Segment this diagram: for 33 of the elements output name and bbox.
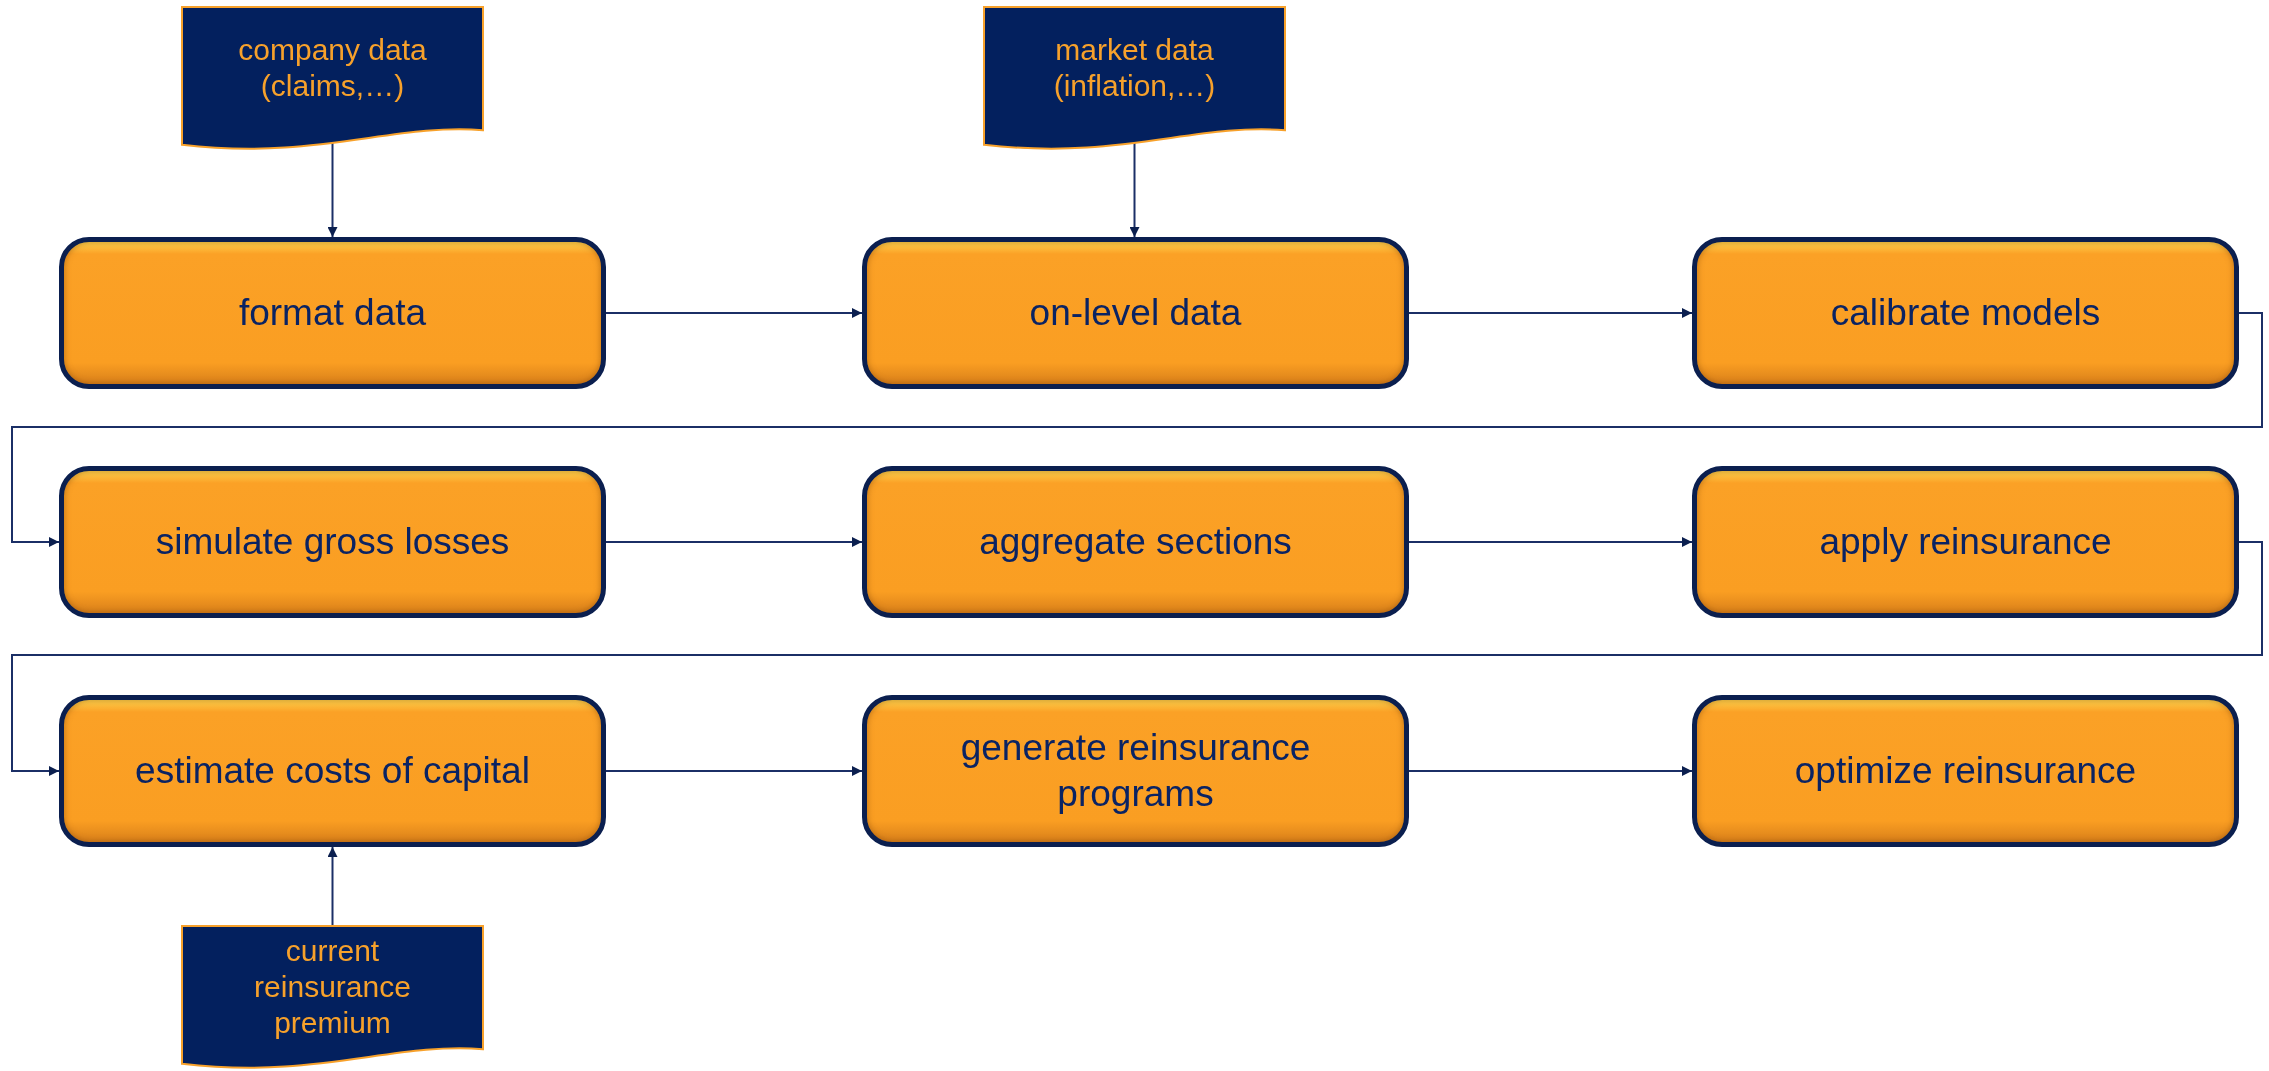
process-box: [862, 695, 1409, 847]
process-box: [1692, 695, 2239, 847]
document-label: company data (claims,…): [237, 31, 428, 104]
process-label: format data: [238, 290, 427, 335]
arrow: [11, 541, 2263, 776]
process-label: optimize reinsurance: [1794, 748, 2137, 793]
process-box: [59, 466, 606, 618]
arrow: [1408, 308, 1693, 318]
process-box: [1692, 466, 2239, 618]
process-label: aggregate sections: [979, 519, 1292, 564]
arrow: [605, 308, 863, 318]
process-label: generate reinsurance programs: [959, 725, 1312, 816]
document-shape: [984, 7, 1285, 152]
arrow: [11, 312, 2263, 547]
process-box: [59, 695, 606, 847]
arrow: [605, 537, 863, 547]
process-label: simulate gross losses: [155, 519, 510, 564]
process-label: estimate costs of capital: [135, 748, 530, 793]
document-label: current reinsurance premium: [253, 932, 412, 1041]
arrow: [1408, 537, 1693, 547]
process-label: calibrate models: [1830, 290, 2101, 335]
process-box: [862, 237, 1409, 389]
process-label: on-level data: [1029, 290, 1242, 335]
document-shape: [182, 926, 483, 1071]
process-box: [59, 237, 606, 389]
process-box: [862, 466, 1409, 618]
arrow: [605, 766, 863, 776]
arrow: [327, 846, 338, 927]
document-shape: [182, 7, 483, 152]
arrow: [1408, 766, 1693, 776]
document-label: market data (inflation,…): [1052, 31, 1217, 104]
process-label: apply reinsurance: [1819, 519, 2112, 564]
process-box: [1692, 237, 2239, 389]
